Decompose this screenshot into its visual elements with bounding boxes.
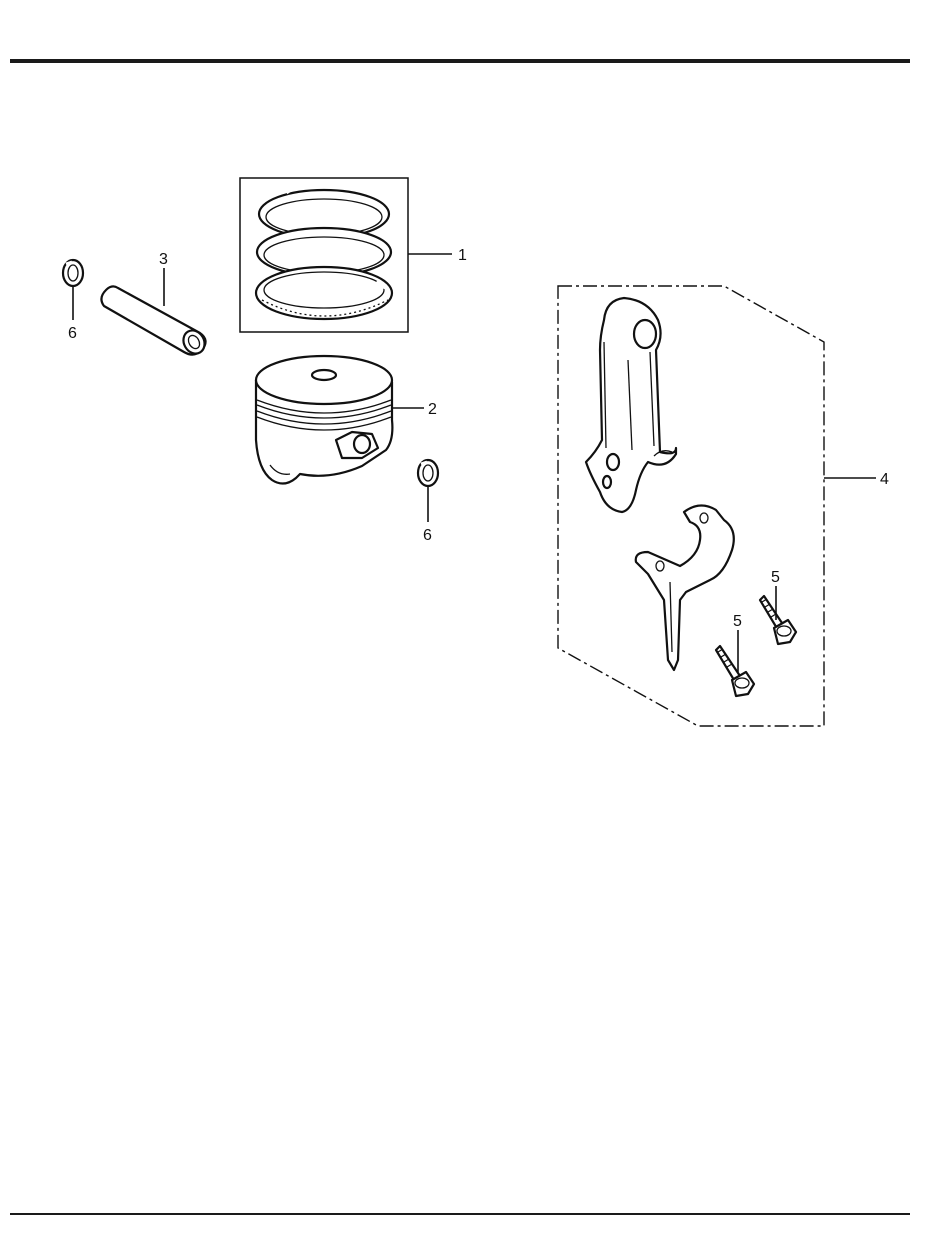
- piston-pin-clip-right[interactable]: [418, 460, 438, 486]
- callout-6b: 6: [423, 527, 432, 544]
- connecting-rod-cap[interactable]: [636, 505, 734, 670]
- conrod-set-frame: [558, 286, 824, 726]
- conrod-bolt-left[interactable]: [716, 646, 754, 696]
- conrod-bolt-right[interactable]: [760, 596, 796, 644]
- callout-5a: 5: [771, 569, 780, 586]
- callout-6a: 6: [68, 325, 77, 342]
- piston[interactable]: [256, 356, 392, 484]
- piston-pin-clip-left[interactable]: [63, 260, 83, 286]
- piston-ring-set[interactable]: [240, 178, 408, 332]
- callout-2: 2: [428, 401, 437, 418]
- piston-pin[interactable]: [101, 286, 208, 357]
- callout-3: 3: [159, 251, 168, 268]
- piston-crown-hole: [312, 370, 336, 380]
- callout-1: 1: [458, 247, 467, 264]
- connecting-rod[interactable]: [586, 298, 676, 512]
- callout-5b: 5: [733, 613, 742, 630]
- oil-ring: [256, 267, 392, 319]
- callout-4: 4: [880, 471, 889, 488]
